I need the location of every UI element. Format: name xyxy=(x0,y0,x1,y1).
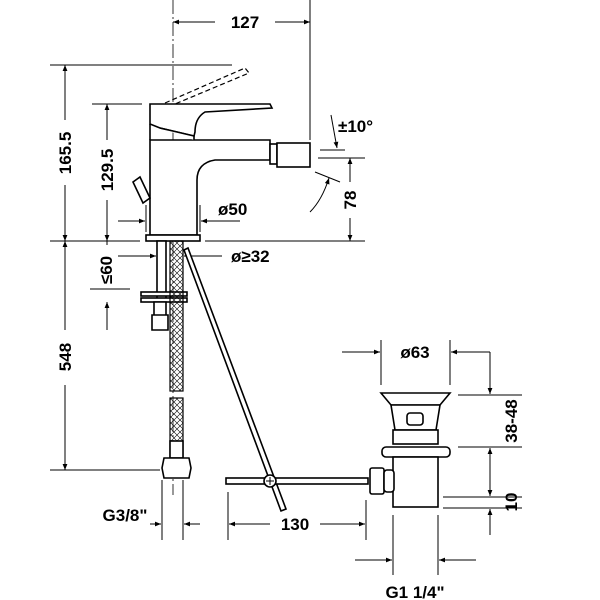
svg-text:127: 127 xyxy=(231,13,259,32)
svg-text:165.5: 165.5 xyxy=(56,132,75,175)
svg-text:10: 10 xyxy=(502,493,521,512)
svg-text:±10°: ±10° xyxy=(338,117,373,136)
svg-text:548: 548 xyxy=(56,343,75,371)
svg-text:130: 130 xyxy=(281,515,309,534)
dim-spout-reach: 127 xyxy=(173,0,311,140)
faucet-body xyxy=(131,103,311,242)
svg-text:G1 1/4": G1 1/4" xyxy=(385,583,444,600)
dim-lever-height: 129.5 xyxy=(92,103,142,241)
mounting-assembly xyxy=(140,240,188,331)
dim-deck-thickness: ≤60 xyxy=(90,241,130,330)
pop-up-linkage xyxy=(182,246,369,513)
svg-text:78: 78 xyxy=(341,191,360,210)
lever-open-outline xyxy=(164,67,250,105)
svg-text:ø≥32: ø≥32 xyxy=(231,247,270,266)
dim-drain-offset: 10 xyxy=(443,475,522,535)
flex-hose xyxy=(161,240,192,479)
svg-text:≤60: ≤60 xyxy=(97,256,116,284)
svg-text:ø63: ø63 xyxy=(400,343,429,362)
svg-text:G3/8": G3/8" xyxy=(103,506,148,525)
dim-spray-angle: ±10° xyxy=(309,114,373,213)
svg-text:38-48: 38-48 xyxy=(502,399,521,442)
dim-drain-diameter: ø63 xyxy=(342,340,490,385)
svg-text:ø50: ø50 xyxy=(218,200,247,219)
svg-text:129.5: 129.5 xyxy=(98,149,117,192)
dim-spout-height: 78 xyxy=(318,157,365,241)
dim-total-height: 165.5 xyxy=(50,64,232,241)
dim-drain-thread: G1 1/4" xyxy=(355,515,476,600)
dim-hose-thread: G3/8" xyxy=(103,480,200,540)
pop-up-rod xyxy=(131,175,152,205)
dim-body-diameter: ø50 xyxy=(118,200,247,232)
dim-hose-length: 548 xyxy=(50,241,160,471)
dim-rod-offset: 130 xyxy=(227,492,367,540)
dim-hole-diameter: ø≥32 xyxy=(118,247,270,266)
dim-drain-range: 38-48 xyxy=(458,352,522,475)
waste-drain xyxy=(369,392,452,508)
